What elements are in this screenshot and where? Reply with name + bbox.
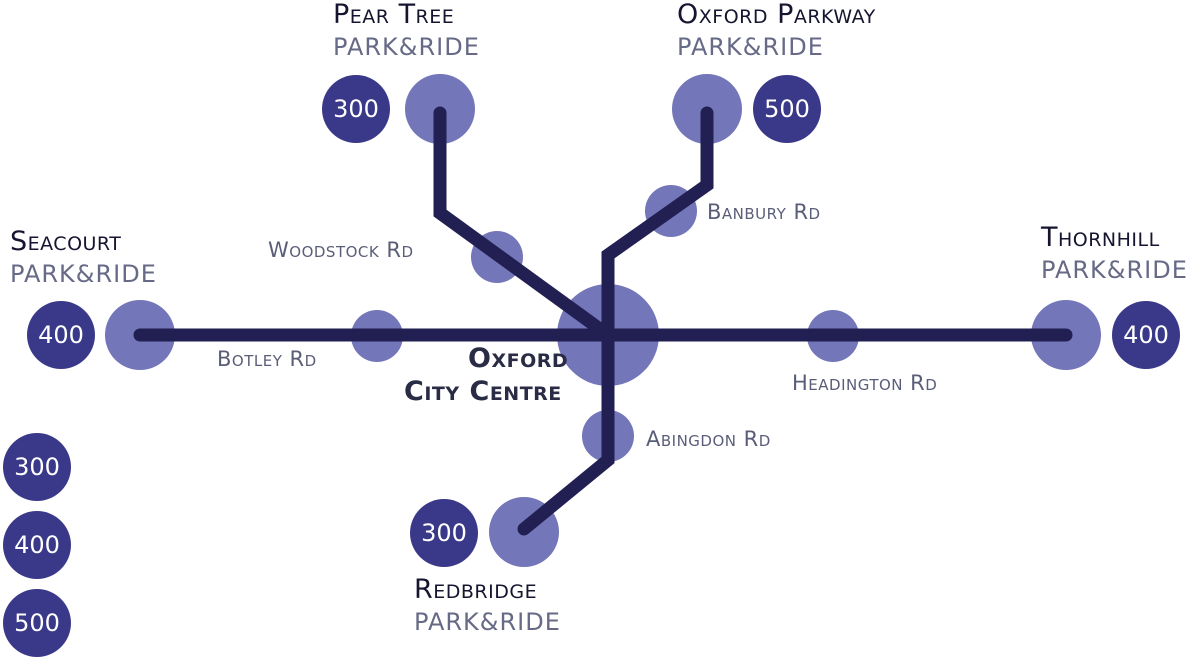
oxford-parkway-route-badge[interactable]: 500 bbox=[753, 75, 821, 143]
pear-tree-route-badge[interactable]: 300 bbox=[322, 75, 390, 143]
banbury-rd-label: Banbury Rd bbox=[707, 200, 821, 224]
oxford-parkway-park-ride-label: PARK&RIDE bbox=[677, 33, 824, 61]
route-line-oxford-parkway bbox=[601, 106, 714, 342]
oxford-parkway-name: Oxford Parkway bbox=[677, 0, 876, 30]
seacourt-name: Seacourt bbox=[10, 226, 122, 257]
woodstock-rd-label: Woodstock Rd bbox=[268, 238, 414, 262]
thornhill-park-ride-label: PARK&RIDE bbox=[1041, 256, 1188, 284]
legend-route-500[interactable]: 500 bbox=[3, 589, 71, 657]
abingdon-rd-label: Abingdon Rd bbox=[646, 427, 771, 451]
route-line-pear-tree bbox=[433, 106, 615, 342]
seacourt-park-ride-label: PARK&RIDE bbox=[10, 260, 157, 288]
botley-rd-label: Botley Rd bbox=[217, 347, 317, 371]
redbridge-name: Redbridge bbox=[414, 574, 538, 605]
headington-rd-label: Headington Rd bbox=[792, 371, 938, 395]
city-centre-label-line1: Oxford bbox=[468, 343, 569, 374]
pear-tree-park-ride-label: PARK&RIDE bbox=[333, 33, 480, 61]
pear-tree-name: Pear Tree bbox=[333, 0, 455, 30]
route-line-redbridge bbox=[517, 328, 615, 536]
thornhill-name: Thornhill bbox=[1041, 222, 1160, 253]
legend-route-400[interactable]: 400 bbox=[3, 511, 71, 579]
thornhill-route-badge[interactable]: 400 bbox=[1112, 301, 1180, 369]
redbridge-park-ride-label: PARK&RIDE bbox=[414, 608, 561, 636]
legend-route-300[interactable]: 300 bbox=[3, 433, 71, 501]
seacourt-route-badge[interactable]: 400 bbox=[27, 301, 95, 369]
city-centre-label-line2: City Centre bbox=[404, 376, 562, 407]
redbridge-route-badge[interactable]: 300 bbox=[410, 499, 478, 567]
